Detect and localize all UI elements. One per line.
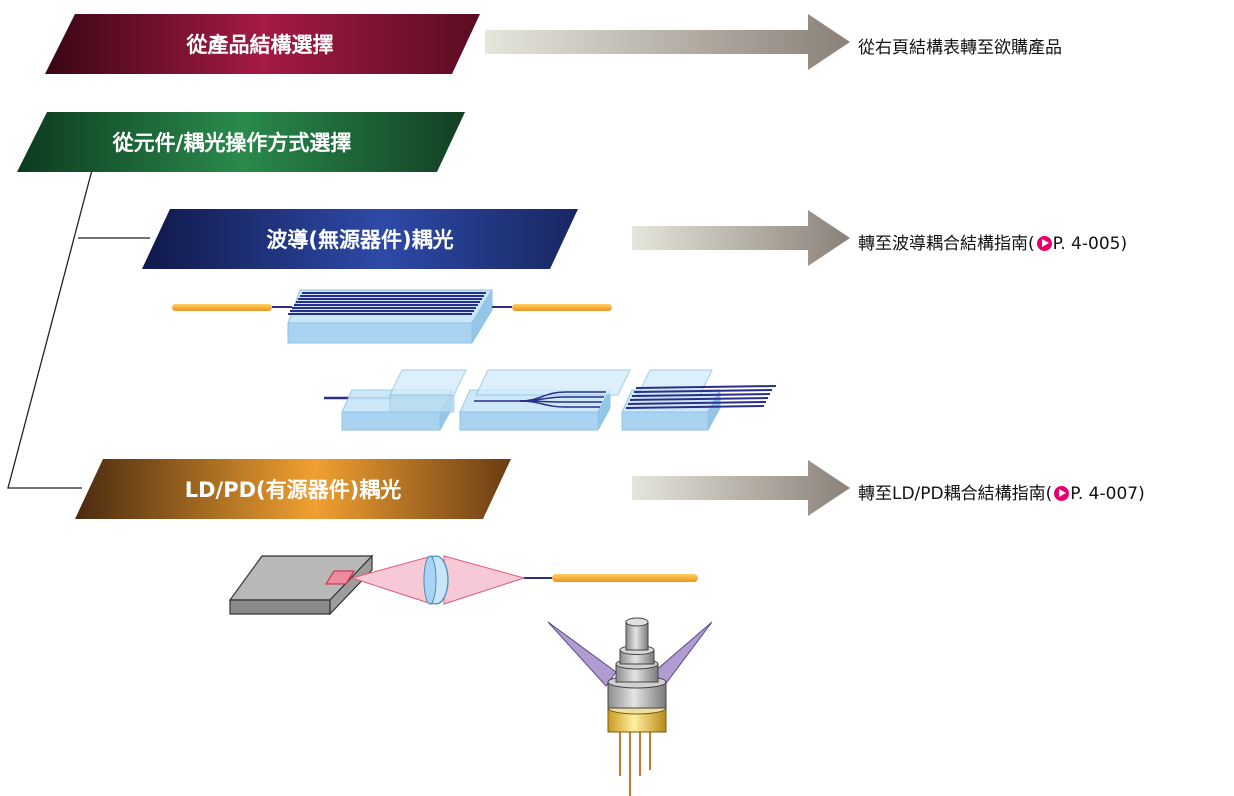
ldpd-guide-link[interactable]: 轉至LD/PD耦合結構指南( P. 4-007)	[858, 479, 1145, 504]
ld-lens-fiber-illustration	[228, 554, 698, 616]
waveguide-banner[interactable]: 波導(無源器件)耦光	[142, 209, 578, 269]
tree-connector	[7, 169, 150, 489]
product-structure-banner[interactable]: 從產品結構選擇	[45, 14, 480, 74]
ldpd-title: LD/PD(有源器件)耦光	[185, 478, 402, 502]
ldpd-link-suffix: )	[1138, 484, 1145, 504]
to-can-illustration	[547, 617, 713, 796]
product-structure-link[interactable]: 從右頁結構表轉至欲購產品	[858, 33, 1062, 58]
ldpd-banner[interactable]: LD/PD(有源器件)耦光	[75, 459, 511, 519]
page-reference-icon	[1036, 236, 1052, 251]
ldpd-link-prefix: 轉至LD/PD耦合結構指南(	[858, 484, 1053, 504]
waveguide-title: 波導(無源器件)耦光	[266, 228, 453, 252]
right-arrow-icon[interactable]	[632, 210, 850, 266]
waveguide-splitter-illustration	[324, 369, 777, 431]
component-coupling-banner[interactable]: 從元件/耦光操作方式選擇	[17, 112, 465, 172]
component-coupling-title: 從元件/耦光操作方式選擇	[112, 131, 352, 155]
waveguide-link-prefix: 轉至波導耦合結構指南(	[858, 234, 1035, 254]
product-structure-link-text: 從右頁結構表轉至欲購產品	[858, 38, 1062, 58]
page-reference-icon	[1054, 486, 1070, 501]
waveguide-array-illustration	[172, 288, 612, 345]
waveguide-guide-link[interactable]: 轉至波導耦合結構指南( P. 4-005)	[858, 229, 1127, 254]
ldpd-link-page: P. 4-007	[1070, 484, 1139, 504]
waveguide-link-suffix: )	[1120, 234, 1128, 254]
waveguide-link-page: P. 4-005	[1052, 234, 1121, 254]
right-arrow-icon[interactable]	[485, 14, 850, 70]
right-arrow-icon[interactable]	[632, 460, 850, 516]
product-structure-title: 從產品結構選擇	[186, 33, 334, 57]
